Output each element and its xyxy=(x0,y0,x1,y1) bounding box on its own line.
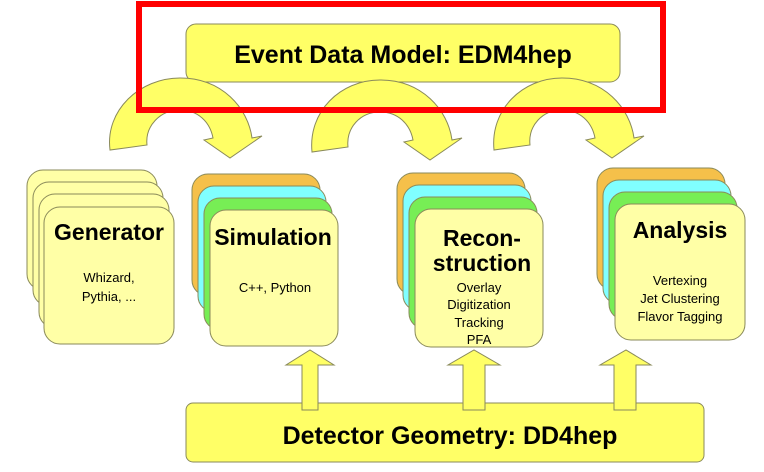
curved-arrow-icon xyxy=(109,77,263,159)
analysis-stage xyxy=(596,167,746,341)
generator-stage xyxy=(26,169,175,345)
reconstruction-item: Tracking xyxy=(454,315,503,330)
generator-title: Generator xyxy=(54,219,164,245)
reconstruction-item: Overlay xyxy=(457,280,502,295)
highlight-box xyxy=(136,1,666,113)
edm4hep-box xyxy=(185,23,621,83)
curved-arrow-icon xyxy=(493,77,645,159)
reconstruction-title: Recon- xyxy=(443,225,521,251)
generator-item: Whizard, xyxy=(83,270,134,285)
reconstruction-item: PFA xyxy=(467,332,492,347)
analysis-item: Flavor Tagging xyxy=(637,309,722,324)
reconstruction-title: struction xyxy=(433,250,531,276)
up-arrow-icon xyxy=(446,349,502,411)
reconstruction-item: Digitization xyxy=(447,297,511,312)
analysis-item: Jet Clustering xyxy=(640,291,719,306)
dd4hep-label: Detector Geometry: DD4hep xyxy=(283,422,618,450)
analysis-title: Analysis xyxy=(633,217,728,243)
curved-arrow-icon xyxy=(311,79,463,161)
simulation-item: C++, Python xyxy=(239,280,311,295)
generator-item: Pythia, ... xyxy=(82,289,136,304)
analysis-item: Vertexing xyxy=(653,273,707,288)
up-arrow-icon xyxy=(598,349,653,411)
edm4hep-label: Event Data Model: EDM4hep xyxy=(234,41,572,69)
up-arrow-icon xyxy=(284,349,336,411)
simulation-title: Simulation xyxy=(214,224,332,250)
reconstruction-stage xyxy=(396,172,544,348)
dd4hep-box xyxy=(185,402,705,463)
simulation-stage xyxy=(191,173,339,347)
